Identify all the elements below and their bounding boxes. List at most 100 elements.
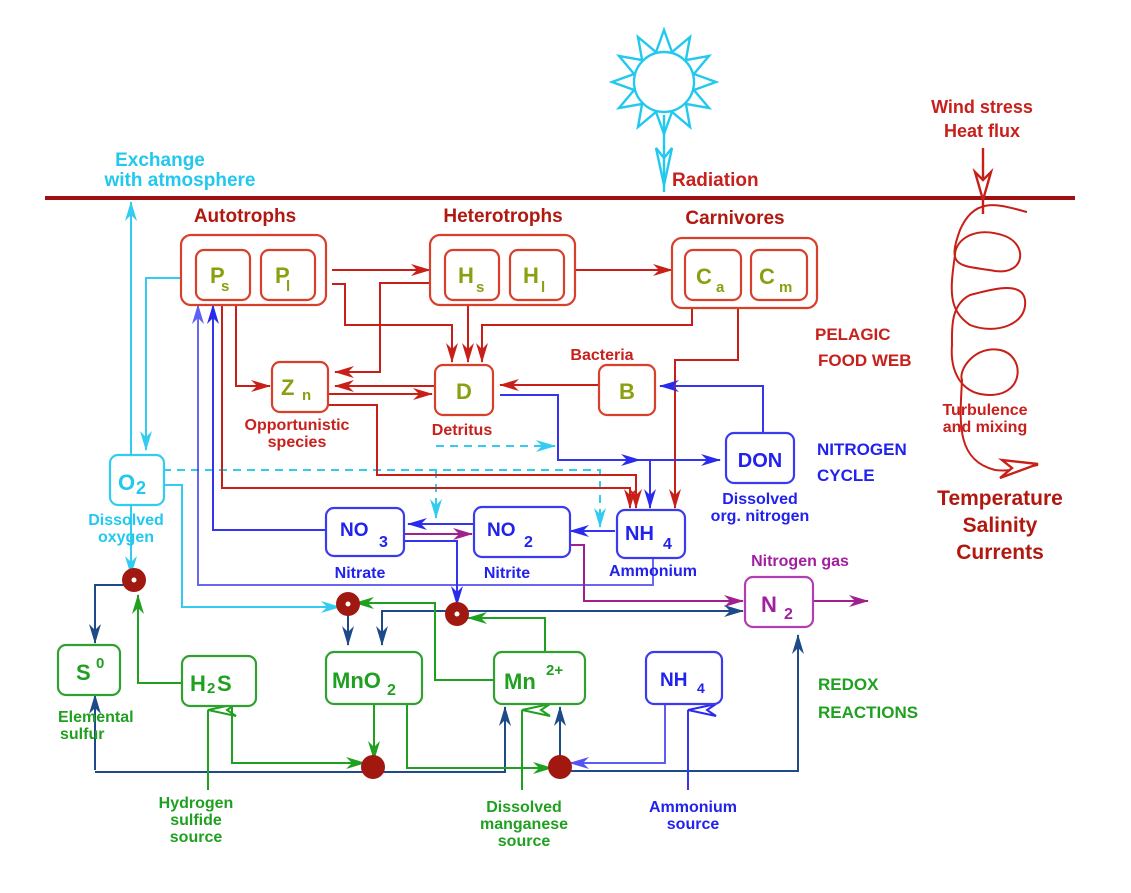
box-hl[interactable]: H l (508, 248, 566, 302)
svg-text:H: H (190, 671, 206, 696)
autotrophs-group[interactable]: Autotrophs P s P l (179, 206, 328, 307)
svg-text:P: P (210, 263, 225, 288)
nh4-caption: Ammonium (609, 563, 697, 580)
heterotrophs-title: Heterotrophs (443, 206, 562, 227)
svg-text:Currents: Currents (956, 541, 1044, 564)
box-don[interactable]: DON (724, 431, 796, 485)
svg-text:org. nitrogen: org. nitrogen (711, 508, 810, 525)
svg-text:l: l (541, 279, 545, 296)
box-s0[interactable]: S 0 (56, 643, 122, 697)
connections (89, 201, 869, 790)
svg-text:Z: Z (281, 375, 294, 400)
box-mno2[interactable]: MnO 2 (324, 650, 424, 706)
svg-text:and mixing: and mixing (943, 419, 1027, 436)
box-pl[interactable]: P l (259, 248, 317, 302)
box-bacteria[interactable]: B (597, 363, 657, 417)
redox-nodes (122, 568, 572, 779)
redox-node-mno2-bottom (361, 755, 385, 779)
svg-text:REACTIONS: REACTIONS (818, 703, 918, 722)
turbulence-arrowhead (998, 458, 1039, 480)
svg-text:2+: 2+ (546, 662, 563, 679)
svg-text:PELAGIC: PELAGIC (815, 325, 891, 344)
svg-text:Opportunistic: Opportunistic (245, 417, 350, 434)
box-hs[interactable]: H s (443, 248, 501, 302)
bacteria-caption: Bacteria (570, 347, 633, 364)
nh4-source-label: Ammonium source (649, 799, 737, 833)
box-zn[interactable]: Z n (270, 360, 330, 414)
svg-text:4: 4 (697, 680, 705, 696)
box-no2[interactable]: NO 2 (472, 505, 572, 559)
autotrophs-title: Autotrophs (194, 206, 296, 227)
svg-text:C: C (759, 264, 775, 289)
svg-text:NO: NO (487, 520, 516, 541)
pelagic-food-web-label: PELAGIC FOOD WEB (815, 325, 912, 370)
box-o2[interactable]: O 2 (108, 453, 166, 507)
svg-text:Elemental: Elemental (58, 709, 134, 726)
svg-text:Exchange: Exchange (115, 150, 205, 171)
svg-text:m: m (779, 279, 792, 296)
svg-text:manganese: manganese (480, 816, 568, 833)
turbulence-spiral-icon (950, 204, 1039, 472)
s0-caption: Elemental sulfur (58, 709, 134, 743)
svg-text:O: O (118, 470, 135, 495)
svg-text:C: C (696, 264, 712, 289)
box-mn2[interactable]: Mn 2+ (492, 650, 587, 706)
svg-text:NH: NH (660, 670, 687, 691)
svg-text:2: 2 (524, 534, 533, 551)
physics-outputs: Temperature Salinity Currents (937, 487, 1063, 564)
redox-node-sulfide (122, 568, 146, 592)
svg-text:NITROGEN: NITROGEN (817, 440, 907, 459)
no3-caption: Nitrate (335, 565, 386, 582)
svg-text:sulfur: sulfur (60, 726, 104, 743)
box-n2[interactable]: N 2 (743, 575, 815, 629)
box-nh4[interactable]: NH 4 (615, 508, 687, 560)
svg-text:Temperature: Temperature (937, 487, 1063, 510)
sun-icon (608, 26, 720, 192)
svg-text:D: D (456, 379, 472, 404)
radiation-label: Radiation (672, 170, 759, 191)
heterotrophs-group[interactable]: Heterotrophs H s H l (428, 206, 577, 307)
box-ps[interactable]: P s (194, 248, 252, 302)
svg-text:FOOD WEB: FOOD WEB (818, 351, 912, 370)
svg-text:Wind stress: Wind stress (931, 97, 1033, 117)
svg-text:Ammonium: Ammonium (649, 799, 737, 816)
box-ca[interactable]: C a (683, 248, 743, 302)
no2-caption: Nitrite (484, 565, 530, 582)
redox-node-mn-bottom (548, 755, 572, 779)
o2-caption: Dissolved oxygen (88, 512, 164, 546)
svg-text:s: s (221, 278, 229, 295)
svg-text:a: a (716, 279, 725, 296)
svg-text:0: 0 (96, 655, 104, 672)
mn-source-label: Dissolved manganese source (480, 799, 568, 850)
svg-text:NO: NO (340, 520, 369, 541)
svg-text:Dissolved: Dissolved (722, 491, 798, 508)
carnivores-title: Carnivores (685, 208, 784, 229)
svg-text:4: 4 (663, 536, 672, 553)
svg-text:2: 2 (207, 680, 215, 697)
wind-stress-label: Wind stress Heat flux (931, 97, 1033, 141)
svg-text:Dissolved: Dissolved (88, 512, 164, 529)
don-caption: Dissolved org. nitrogen (711, 491, 810, 525)
box-detritus[interactable]: D (433, 363, 495, 417)
svg-text:source: source (170, 829, 223, 846)
h2s-source-label: Hydrogen sulfide source (159, 795, 234, 846)
svg-text:S: S (76, 660, 91, 685)
svg-text:2: 2 (387, 682, 396, 699)
svg-text:Turbulence: Turbulence (942, 402, 1027, 419)
svg-text:l: l (286, 278, 290, 295)
svg-text:2: 2 (784, 606, 793, 623)
turbulence-label: Turbulence and mixing (942, 402, 1027, 436)
svg-text:with atmosphere: with atmosphere (104, 170, 256, 191)
redox-node-nitrate (445, 602, 469, 626)
box-nh4-redox[interactable]: NH 4 (644, 650, 724, 706)
svg-text:MnO: MnO (332, 668, 381, 693)
svg-text:S: S (217, 671, 232, 696)
svg-text:oxygen: oxygen (98, 529, 154, 546)
redox-reactions-label: REDOX REACTIONS (818, 675, 918, 722)
carnivores-group[interactable]: Carnivores C a C m (670, 208, 819, 310)
box-h2s[interactable]: H 2 S (180, 654, 258, 708)
box-cm[interactable]: C m (749, 248, 809, 302)
n2-caption: Nitrogen gas (751, 553, 849, 570)
box-no3[interactable]: NO 3 (324, 506, 406, 558)
